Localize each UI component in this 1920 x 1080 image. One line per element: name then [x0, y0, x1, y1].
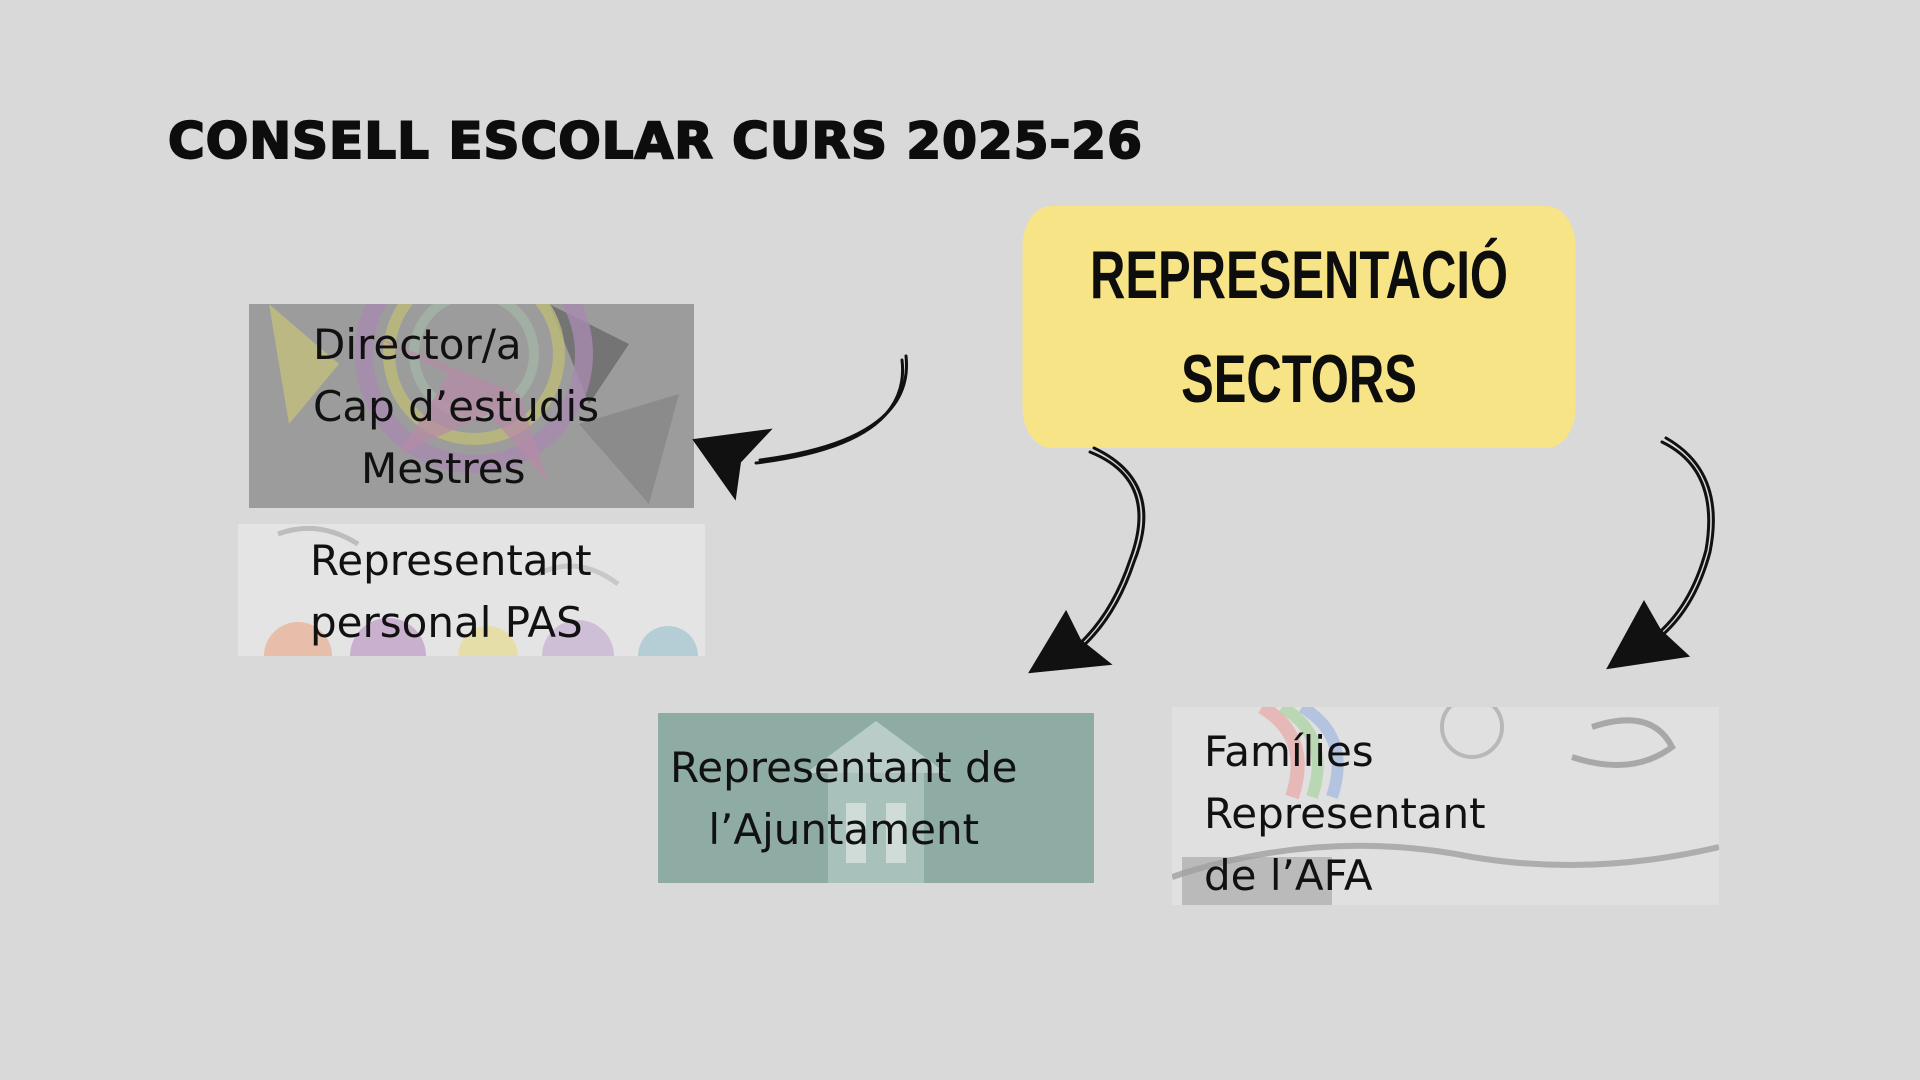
page-title: CONSELL ESCOLAR CURS 2025-26: [167, 111, 1143, 171]
pas-card-text: Representant personal PAS: [310, 530, 592, 654]
ajuntament-card: Representant de l’Ajuntament: [658, 713, 1094, 883]
arrow-to-direction: [692, 354, 908, 501]
ajuntament-card-artwork: [658, 713, 1094, 883]
direction-card-artwork: [249, 304, 694, 508]
direction-line-2: Cap d’estudis: [313, 382, 600, 431]
pas-line-1: Representant: [310, 536, 592, 585]
families-card: Famílies Representant de l’AFA: [1172, 707, 1719, 905]
pas-card-artwork: [238, 524, 705, 656]
families-line-2: Representant: [1204, 789, 1486, 838]
sectors-box-line-2: SECTORS: [1181, 341, 1417, 417]
families-line-1: Famílies: [1204, 727, 1374, 776]
pas-line-2: personal PAS: [310, 598, 583, 647]
sectors-box-line-1: REPRESENTACIÓ: [1089, 237, 1509, 313]
direction-line-3: Mestres: [361, 444, 526, 493]
families-card-artwork: [1172, 707, 1719, 905]
families-line-3: de l’AFA: [1204, 851, 1373, 900]
arrow-to-families: [1606, 436, 1715, 670]
families-card-text: Famílies Representant de l’AFA: [1204, 721, 1486, 905]
sectors-box: REPRESENTACIÓ SECTORS: [1022, 206, 1576, 448]
direction-line-1: Director/a: [313, 320, 522, 369]
ajuntament-card-text: Representant de l’Ajuntament: [670, 737, 1017, 861]
direction-card: Director/a Cap d’estudis Mestres: [249, 304, 694, 508]
arrow-to-ajuntament: [1028, 446, 1146, 674]
ajuntament-line-1: Representant de: [670, 743, 1018, 792]
pas-card: Representant personal PAS: [238, 524, 705, 656]
direction-card-text: Director/a Cap d’estudis Mestres: [313, 314, 599, 500]
ajuntament-line-2: l’Ajuntament: [708, 805, 980, 854]
